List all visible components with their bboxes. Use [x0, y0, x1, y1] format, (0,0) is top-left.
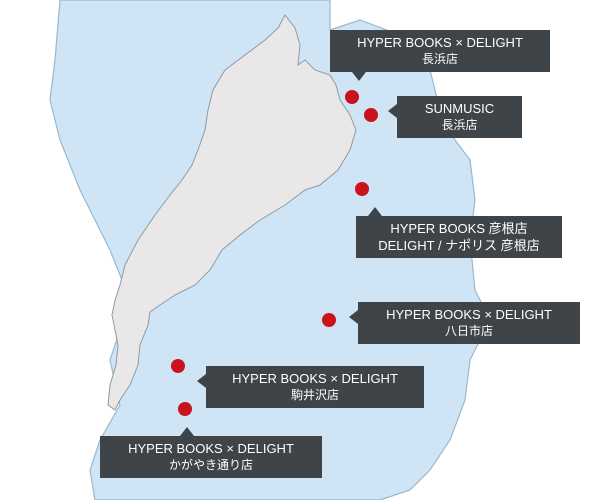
store-callout-yokaichi[interactable]: HYPER BOOKS × DELIGHT 八日市店: [349, 302, 580, 344]
store-name: SUNMUSIC: [424, 101, 495, 116]
store-branch: 長浜店: [441, 118, 478, 132]
store-name: HYPER BOOKS × DELIGHT: [232, 371, 398, 386]
store-marker-komaizawa[interactable]: [171, 359, 185, 373]
store-callout-kagayaki[interactable]: HYPER BOOKS × DELIGHT かがやき通り店: [100, 427, 322, 478]
store-name: HYPER BOOKS 彦根店: [390, 221, 528, 236]
callout-pointer: [349, 310, 358, 324]
store-marker-nagahama-hyper[interactable]: [345, 90, 359, 104]
store-callout-hikone[interactable]: HYPER BOOKS 彦根店 DELIGHT / ナポリス 彦根店: [356, 207, 562, 258]
lake-biwa: [107, 14, 357, 411]
callout-pointer: [197, 374, 206, 388]
store-name: HYPER BOOKS × DELIGHT: [386, 307, 552, 322]
store-callout-komaizawa[interactable]: HYPER BOOKS × DELIGHT 駒井沢店: [197, 366, 424, 408]
store-name: HYPER BOOKS × DELIGHT: [357, 35, 523, 50]
store-callout-nagahama-hyper[interactable]: HYPER BOOKS × DELIGHT 長浜店: [330, 30, 550, 81]
callout-pointer: [180, 427, 194, 436]
callout-pointer: [352, 72, 366, 81]
store-branch: かがやき通り店: [168, 458, 253, 472]
store-marker-yokaichi[interactable]: [322, 313, 336, 327]
store-marker-hikone[interactable]: [355, 182, 369, 196]
store-marker-kagayaki[interactable]: [178, 402, 192, 416]
store-branch: 八日市店: [444, 324, 493, 338]
store-name: HYPER BOOKS × DELIGHT: [128, 441, 294, 456]
callout-pointer: [368, 207, 382, 216]
store-name-secondary: DELIGHT / ナポリス 彦根店: [378, 238, 540, 253]
store-branch: 長浜店: [421, 52, 458, 66]
store-callout-nagahama-sunmusic[interactable]: SUNMUSIC 長浜店: [388, 96, 522, 138]
store-branch: 駒井沢店: [290, 388, 339, 402]
store-marker-nagahama-sunmusic[interactable]: [364, 108, 378, 122]
callout-pointer: [388, 104, 397, 118]
